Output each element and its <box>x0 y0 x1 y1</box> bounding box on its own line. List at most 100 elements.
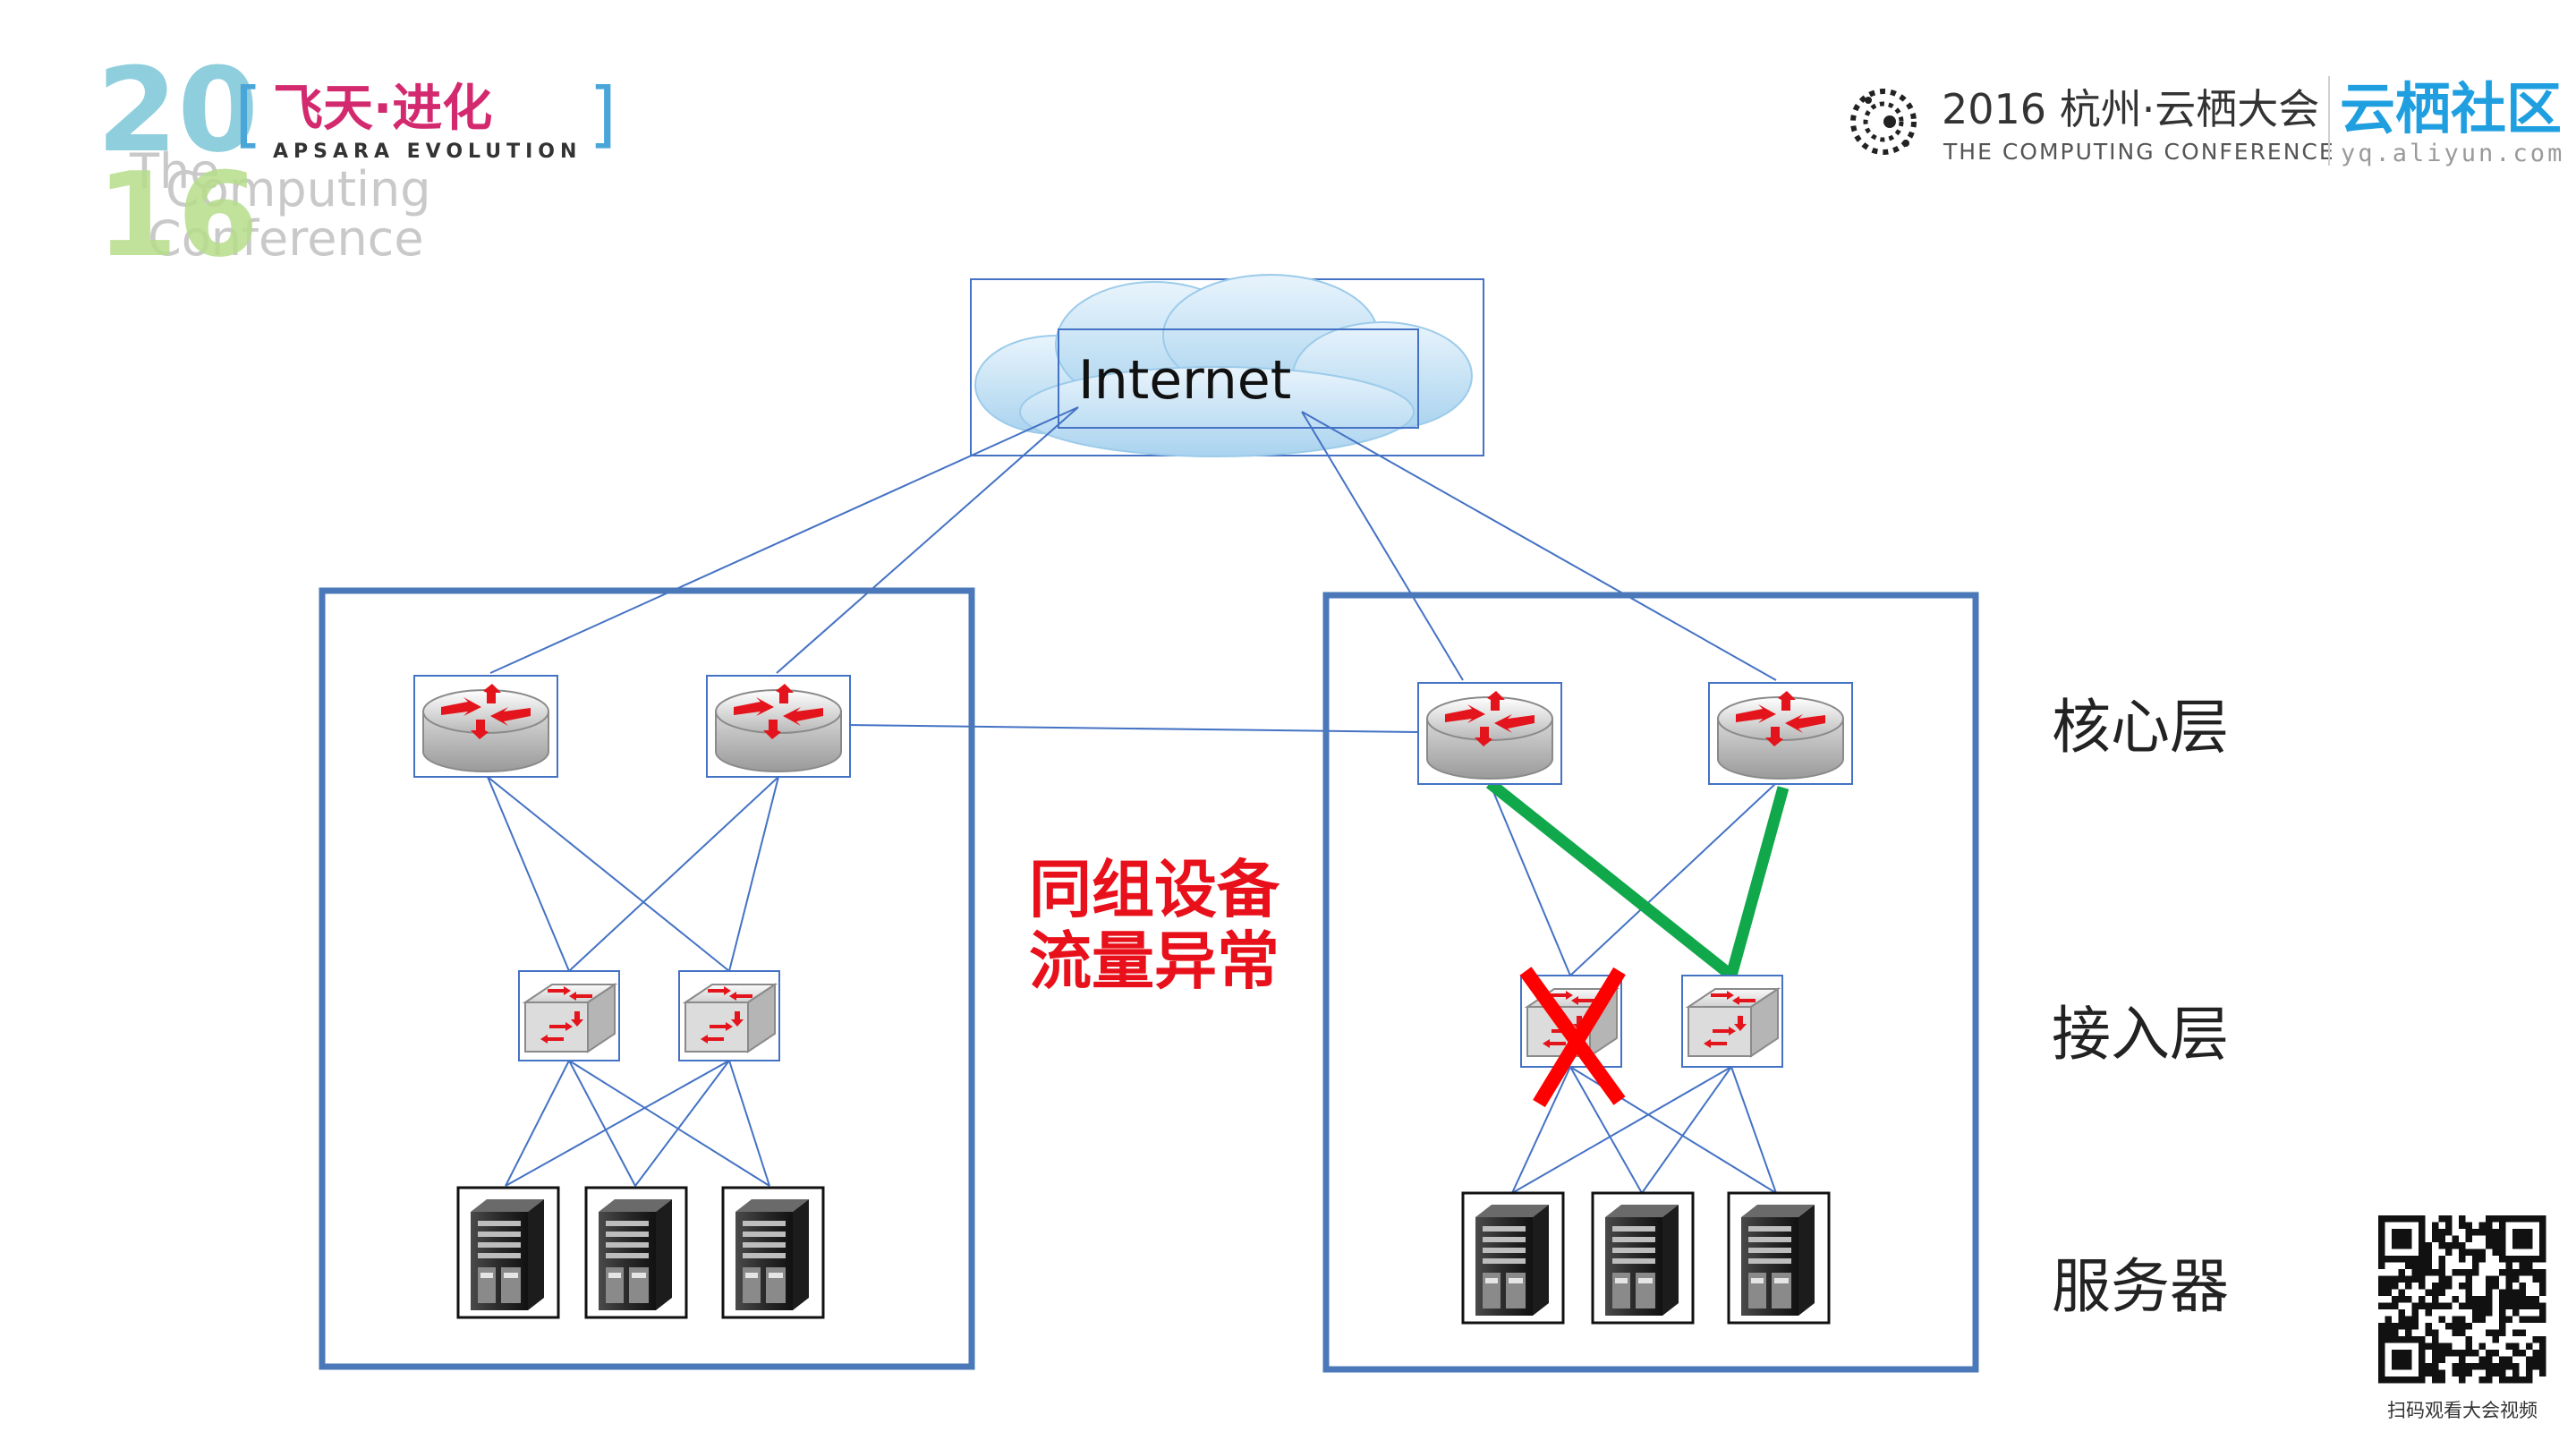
qr-module <box>2478 1296 2486 1303</box>
left-core-router-1 <box>413 675 558 778</box>
conference-title: 2016 杭州·云栖大会 <box>1942 85 2319 133</box>
qr-module <box>2432 1377 2439 1384</box>
switch-icon <box>684 984 776 1053</box>
qr-module <box>2378 1275 2385 1283</box>
qr-module <box>2512 1350 2520 1357</box>
qr-module <box>2432 1283 2439 1290</box>
qr-module <box>2438 1289 2445 1296</box>
qr-module <box>2445 1323 2453 1330</box>
qr-module <box>2526 1302 2533 1309</box>
server-icon <box>735 1199 809 1310</box>
qr-code <box>2376 1213 2550 1387</box>
qr-module <box>2459 1269 2466 1276</box>
qr-caption: 扫码观看大会视频 <box>2387 1400 2538 1421</box>
qr-module <box>2432 1296 2439 1303</box>
qr-module <box>2452 1235 2459 1242</box>
qr-module <box>2492 1350 2499 1357</box>
qr-module <box>2452 1350 2459 1357</box>
qr-module <box>2438 1229 2445 1236</box>
qr-module <box>2385 1323 2392 1330</box>
qr-module <box>2459 1222 2466 1229</box>
left-access-switch-2 <box>678 970 780 1061</box>
qr-module <box>2385 1302 2392 1309</box>
qr-module <box>2405 1316 2412 1323</box>
qr-module <box>2472 1296 2479 1303</box>
qr-module <box>2465 1235 2472 1242</box>
qr-module <box>2526 1356 2533 1363</box>
qr-module <box>2526 1296 2533 1303</box>
qr-module <box>2438 1356 2445 1363</box>
qr-module <box>2472 1302 2479 1309</box>
qr-module <box>2425 1342 2432 1350</box>
qr-module <box>2419 1283 2426 1290</box>
qr-module <box>2385 1329 2392 1336</box>
qr-module <box>2526 1369 2533 1377</box>
qr-module <box>2472 1256 2479 1263</box>
right-core-router-2 <box>1708 682 1853 785</box>
right-server-2 <box>1591 1191 1695 1325</box>
qr-module <box>2512 1302 2520 1309</box>
qr-module <box>2512 1309 2520 1317</box>
qr-module <box>2438 1316 2445 1323</box>
qr-module <box>2478 1363 2486 1370</box>
apsara-evolution-logo: The Computing Conference 20 16 [ 飞天·进化 ]… <box>97 42 616 283</box>
link-left-core1-access1 <box>487 776 570 972</box>
qr-module <box>2512 1296 2520 1303</box>
qr-module <box>2459 1249 2466 1256</box>
qr-module <box>2505 1262 2512 1269</box>
qr-module <box>2378 1323 2385 1330</box>
qr-module <box>2425 1329 2432 1336</box>
qr-module <box>2459 1316 2466 1323</box>
qr-module <box>2392 1302 2399 1309</box>
datacenter-right-frame <box>1322 592 1979 1373</box>
qr-module <box>2505 1356 2512 1363</box>
qr-module <box>2398 1323 2405 1330</box>
qr-module <box>2499 1296 2506 1303</box>
qr-module <box>2492 1363 2499 1370</box>
logo-subtitle: APSARA EVOLUTION <box>273 141 582 163</box>
tier-label-core: 核心层 <box>2052 693 2229 762</box>
qr-finder <box>2512 1229 2533 1249</box>
server-icon <box>471 1199 544 1310</box>
qr-module <box>2465 1336 2472 1343</box>
qr-module <box>2532 1302 2539 1309</box>
qr-module <box>2465 1222 2472 1229</box>
qr-module <box>2432 1269 2439 1276</box>
qr-module <box>2385 1283 2392 1290</box>
qr-module <box>2398 1296 2405 1303</box>
qr-module <box>2492 1242 2499 1249</box>
qr-module <box>2459 1283 2466 1290</box>
qr-module <box>2532 1356 2539 1363</box>
qr-module <box>2378 1262 2385 1269</box>
alert-text-line2: 流量异常 <box>1029 925 1279 998</box>
qr-module <box>2532 1316 2539 1323</box>
qr-module <box>2539 1275 2546 1283</box>
qr-module <box>2398 1316 2405 1323</box>
datacenter-left-frame <box>319 587 975 1370</box>
qr-module <box>2425 1256 2432 1263</box>
qr-module <box>2459 1329 2466 1336</box>
qr-module <box>2512 1269 2520 1276</box>
qr-module <box>2452 1369 2459 1377</box>
link-right-access1-server2 <box>1569 1066 1643 1194</box>
qr-module <box>2512 1369 2520 1377</box>
server-icon <box>1475 1205 1549 1316</box>
qr-module <box>2459 1369 2466 1377</box>
qr-module <box>2472 1316 2479 1323</box>
computing-conference-logo: 2016 杭州·云栖大会 THE COMPUTING CONFERENCE <box>1850 85 2334 165</box>
qr-module <box>2425 1242 2432 1249</box>
qr-module <box>2438 1215 2445 1223</box>
qr-module <box>2419 1262 2426 1269</box>
qr-module <box>2465 1229 2472 1236</box>
link-left-core1-access2 <box>487 776 730 972</box>
qr-module <box>2465 1342 2472 1350</box>
network-links <box>487 406 1777 1194</box>
qr-module <box>2445 1249 2453 1256</box>
left-server-1 <box>456 1186 560 1319</box>
qr-module <box>2486 1275 2493 1283</box>
conference-dots-icon <box>1850 89 1917 155</box>
qr-module <box>2486 1356 2493 1363</box>
qr-module <box>2519 1350 2526 1357</box>
qr-module <box>2526 1316 2533 1323</box>
qr-module <box>2465 1296 2472 1303</box>
